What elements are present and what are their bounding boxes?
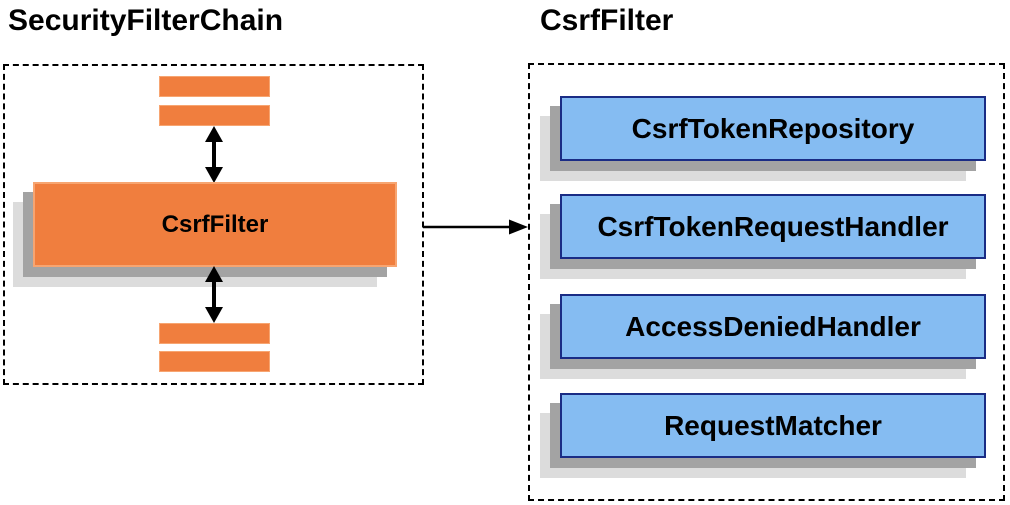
component-box-access-denied-handler: AccessDeniedHandler: [540, 294, 986, 379]
right-arrow-icon: [423, 217, 528, 237]
filter-placeholder-bar: [159, 105, 270, 126]
component-box-csrf-token-request-handler: CsrfTokenRequestHandler: [540, 194, 986, 279]
component-box-label: RequestMatcher: [560, 393, 986, 458]
filter-placeholder-bar: [159, 76, 270, 97]
component-box-label: AccessDeniedHandler: [560, 294, 986, 359]
component-box-csrf-token-repository: CsrfTokenRepository: [540, 96, 986, 181]
filter-placeholder-bar: [159, 351, 270, 372]
component-box-request-matcher: RequestMatcher: [540, 393, 986, 478]
up-down-arrow-icon: [202, 266, 226, 323]
csrf-filter-title: CsrfFilter: [540, 4, 674, 37]
component-box-label: CsrfTokenRepository: [560, 96, 986, 161]
csrf-filter-container: [528, 63, 1005, 501]
up-down-arrow-icon: [202, 126, 226, 183]
security-filter-chain-title: SecurityFilterChain: [8, 4, 284, 37]
filter-placeholder-bar: [159, 323, 270, 344]
csrf-filter-box: CsrfFilter: [13, 182, 397, 287]
component-box-label: CsrfTokenRequestHandler: [560, 194, 986, 259]
security-filter-chain-container: [3, 64, 424, 385]
csrf-filter-box-label: CsrfFilter: [33, 182, 397, 267]
